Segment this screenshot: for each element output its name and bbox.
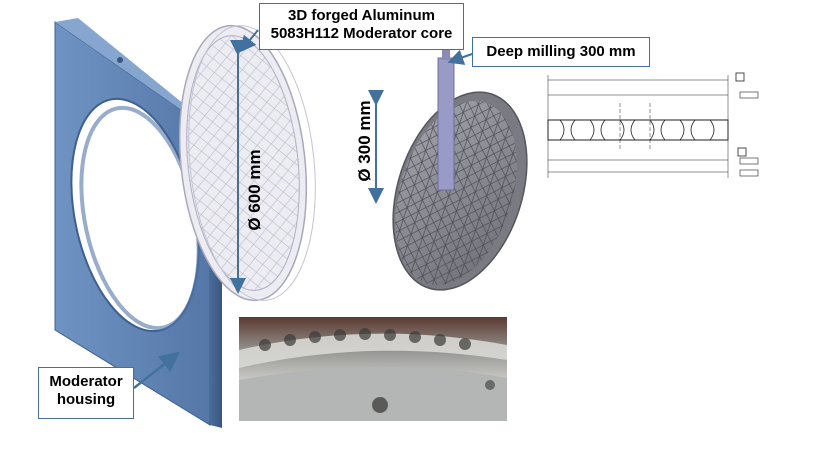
moderator-core-label-line1: 3D forged Aluminum: [288, 7, 435, 24]
moderator-core-label: 3D forged Aluminum 5083H112 Moderator co…: [259, 3, 464, 50]
cross-section-cells: [559, 119, 715, 141]
moderator-core-label-line2: 5083H112 Moderator core: [270, 25, 453, 42]
moderator-housing-label-line2: housing: [56, 391, 116, 408]
housing-pointer-arrow: [133, 351, 180, 389]
moderator-housing: [54, 18, 222, 428]
machined-part-photo: [239, 317, 507, 421]
milled-disc: [392, 91, 528, 291]
core-pointer-arrow: [239, 29, 259, 53]
diameter-300-label: Ø 300 mm: [355, 100, 374, 182]
moderator-housing-label: Moderator housing: [38, 367, 134, 419]
diameter-600-label: Ø 600 mm: [245, 149, 264, 231]
technical-drawing: [547, 72, 759, 178]
milling-tool: [437, 50, 455, 191]
milling-pointer-arrow: [447, 49, 473, 65]
deep-milling-label-text: Deep milling 300 mm: [486, 43, 636, 60]
deep-milling-label: Deep milling 300 mm: [472, 37, 650, 67]
moderator-housing-label-line1: Moderator: [49, 373, 123, 390]
bolt-hole-icon: [117, 57, 123, 63]
